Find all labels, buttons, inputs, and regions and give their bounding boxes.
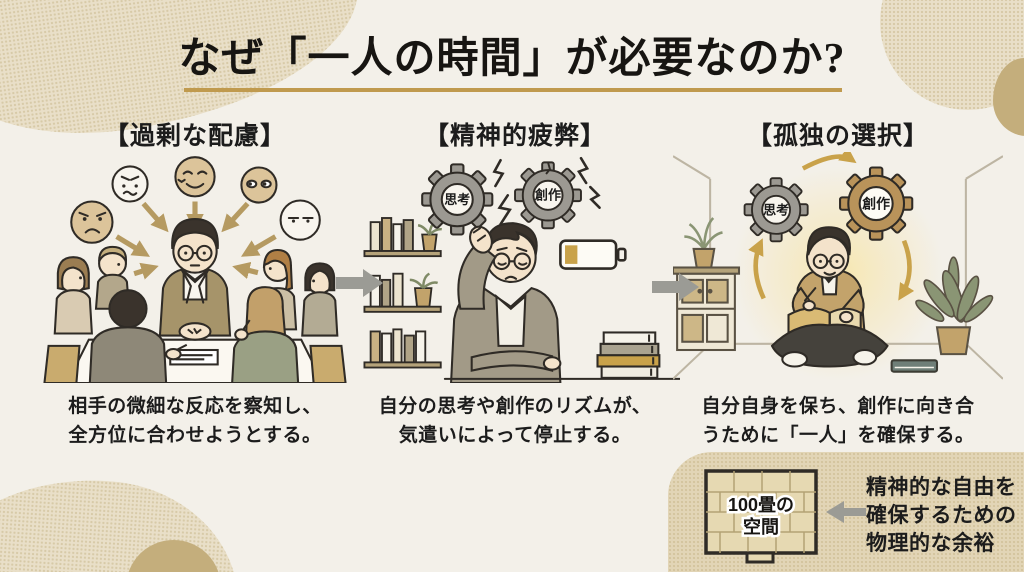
note-line: 精神的な自由を [866,476,1017,499]
room-entrance [745,551,775,564]
page-title: なぜ「一人の時間」が必要なのか? [178,36,846,82]
stress-sparks-icon [492,156,601,226]
gear-label: 思考 [444,192,470,207]
flow-arrow-icon [652,273,699,301]
low-battery-icon [559,239,627,270]
left-arrow-icon [826,501,866,523]
room-label-line2: 空間 [743,516,779,537]
foreground-figures [43,286,347,383]
footer-note: 精神的な自由を 確保するための 物理的な余裕 [866,474,1024,558]
note-line: 確保するための [866,504,1017,527]
panel3-caption: 自分自身を保ち、創作に向き合 うために「一人」を確保する。 [673,392,1003,451]
gear-label: 思考 [763,202,789,217]
room-label-line1: 100畳の [728,495,794,515]
potted-plant [915,256,994,356]
floor-book [890,359,939,373]
creation-gear-icon: 創作 [839,166,914,241]
panel2-illustration-exhaustion: 思考 創作 [363,156,680,383]
bookshelf [363,217,443,369]
panel2-heading: 【精神的疲弊】 [423,122,606,150]
cycle-arrows-icon [748,152,915,301]
room-floorplan-icon: 100畳の 空間 [704,469,818,564]
panel3-illustration-solitude: 思考 創作 [673,152,1003,381]
book-stack [596,331,661,379]
reading-man [770,226,889,368]
creation-gear-icon: 創作 [514,161,582,230]
flow-arrow-icon [336,269,383,297]
gear-label: 創作 [861,196,890,212]
gear-label: 創作 [534,187,561,203]
tatami-pattern [706,471,816,553]
pressure-arrows-icon [115,201,277,280]
thinking-gear-icon: 思考 [743,177,809,243]
caption-line: 相手の微細な反応を察知し、 [68,396,322,417]
panel2-caption: 自分の思考や創作のリズムが、 気遣いによって停止する。 [350,392,680,451]
emotion-faces-icons [70,156,321,244]
exhausted-man [443,222,680,383]
title-underline [184,88,842,92]
panel1-caption: 相手の微細な反応を察知し、 全方位に合わせようとする。 [30,392,360,451]
caption-line: 自分自身を保ち、創作に向き合 [701,396,975,417]
thinking-gear-icon: 思考 [421,163,494,236]
central-man [158,217,232,337]
caption-line: うために「一人」を確保する。 [701,425,975,447]
panel3-heading: 【孤独の選択】 [746,122,929,150]
caption-line: 自分の思考や創作のリズムが、 [378,396,652,417]
panel1-illustration-meeting [43,156,347,383]
note-line: 物理的な余裕 [866,532,995,555]
caption-line: 気遣いによって停止する。 [398,425,632,447]
caption-line: 全方位に合わせようとする。 [68,425,322,447]
panel1-heading: 【過剰な配慮】 [103,122,286,150]
